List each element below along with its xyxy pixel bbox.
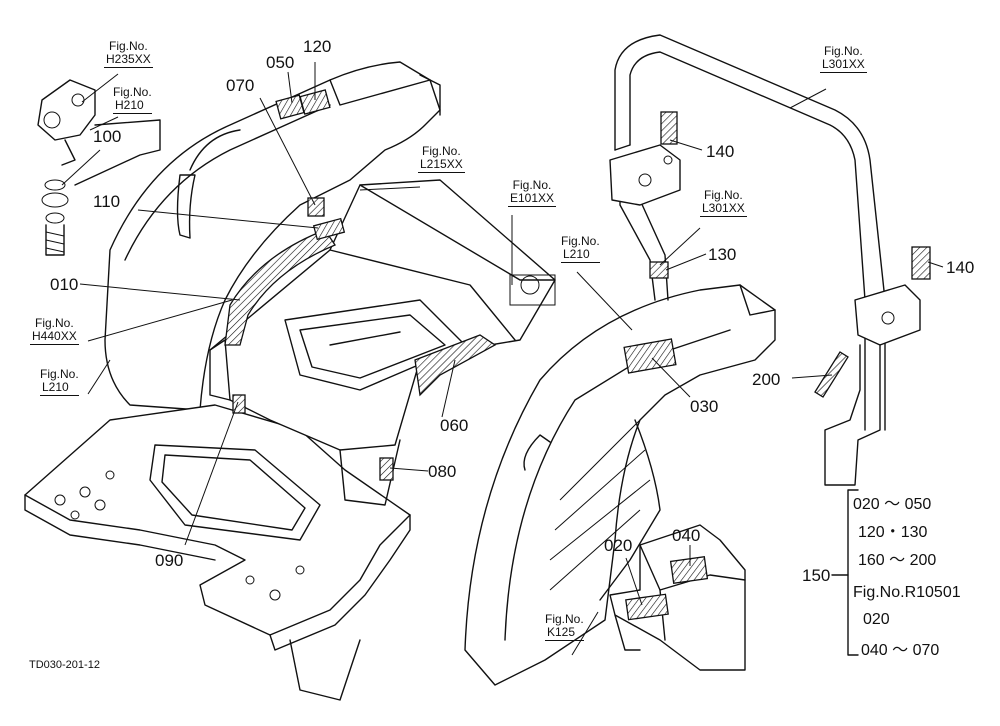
decal-140-right <box>911 246 931 280</box>
part-label-090: 090 <box>155 551 184 570</box>
decal-070 <box>307 197 325 217</box>
step-mat-060 <box>414 334 497 397</box>
part-label-200: 200 <box>752 370 781 389</box>
decal-020 <box>625 593 669 621</box>
part-label-140-upper: 140 <box>706 142 735 161</box>
drawing-code: TD030-201-12 <box>29 659 100 671</box>
leader-lines <box>61 62 944 656</box>
summary-line-4: Fig.No.R10501 <box>853 584 961 601</box>
right-fender <box>464 284 776 686</box>
fig-label-h210: Fig.No. H210 <box>113 85 152 114</box>
part-label-150: 150 <box>802 566 831 585</box>
part-label-010: 010 <box>50 275 79 294</box>
decal-080 <box>379 457 394 481</box>
fig-label-h235xx: Fig.No. H235XX <box>104 39 153 68</box>
decal-140-upper <box>660 111 678 145</box>
decal-040 <box>669 556 709 584</box>
summary-line-3: 160 ～ 200 <box>858 552 937 569</box>
fig-label-k125: Fig.No. K125 <box>545 612 584 641</box>
pin-200 <box>814 351 849 398</box>
summary-line-2: 120・130 <box>858 524 928 541</box>
valve-assembly <box>37 79 161 256</box>
summary-line-1: 020 ～ 050 <box>853 496 932 513</box>
summary-line-6: 040 ～ 070 <box>861 642 940 659</box>
part-label-020: 020 <box>604 536 633 555</box>
decal-120 <box>299 89 331 115</box>
part-label-030: 030 <box>690 397 719 416</box>
part-label-100: 100 <box>93 127 122 146</box>
fig-label-l301xx-mid: Fig.No. L301XX <box>700 188 747 217</box>
part-label-060: 060 <box>440 416 469 435</box>
decal-110 <box>312 217 346 241</box>
decal-130 <box>649 261 669 279</box>
step-cover <box>609 524 746 671</box>
rops-frame <box>609 34 921 486</box>
fig-label-l215xx: Fig.No. L215XX <box>418 144 465 173</box>
fig-label-l210-left: Fig.No. L210 <box>40 367 79 396</box>
fig-label-l301xx-top: Fig.No. L301XX <box>820 44 867 73</box>
part-label-050: 050 <box>266 53 295 72</box>
fig-label-h440xx: Fig.No. H440XX <box>30 316 79 345</box>
part-label-110: 110 <box>93 192 121 211</box>
step-mat-010 <box>224 229 336 346</box>
part-label-120: 120 <box>303 37 332 56</box>
decal-030 <box>623 338 677 374</box>
part-label-140-right: 140 <box>946 258 975 277</box>
floor-plate <box>24 404 411 701</box>
part-label-080: 080 <box>428 462 457 481</box>
part-label-040: 040 <box>672 526 701 545</box>
part-label-130: 130 <box>708 245 737 264</box>
summary-line-5: 020 <box>863 611 890 628</box>
fig-label-l210-right: Fig.No. L210 <box>561 234 600 263</box>
part-label-070: 070 <box>226 76 255 95</box>
summary-bracket <box>847 489 859 656</box>
fig-label-e101xx: Fig.No. E101XX <box>508 178 557 207</box>
